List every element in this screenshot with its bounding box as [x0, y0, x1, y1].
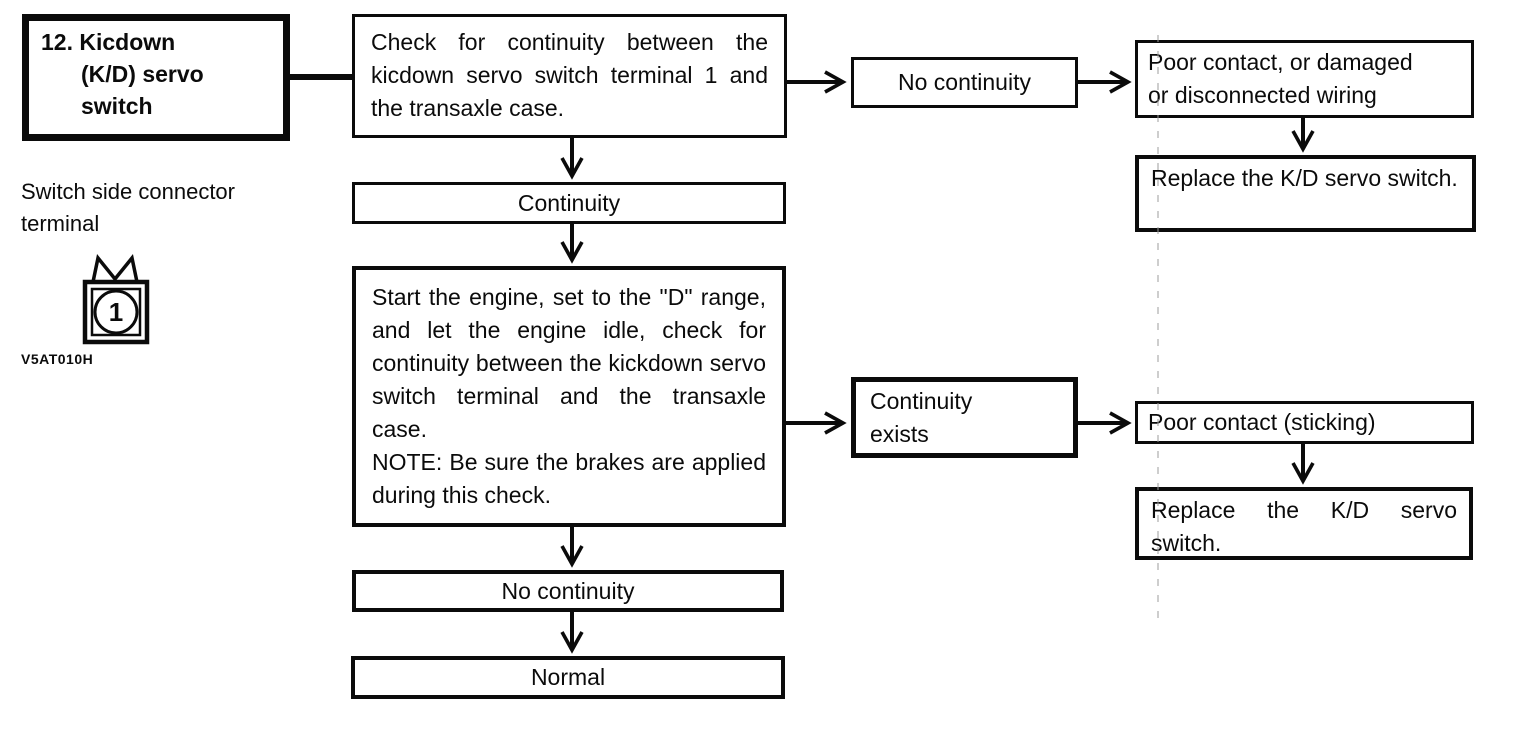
connector-inner-square — [90, 287, 142, 337]
connector-pin-number: 1 — [109, 297, 123, 327]
flow-box-result-continuity: Continuity — [352, 182, 786, 224]
flow-box-result-normal: Normal — [351, 656, 785, 699]
connector-pin-circle — [93, 289, 139, 335]
flow-box-result-no-continuity-2: No continuity — [352, 570, 784, 612]
title-box-kickdown-servo-switch: 12. Kicdown (K/D) servo switch — [22, 14, 290, 141]
flow-box-step2-engine-idle-check: Start the engine, set to the "D" range, … — [352, 266, 786, 527]
flow-box-cause-poor-contact-sticking: Poor contact (sticking) — [1135, 401, 1474, 444]
flow-box-cause-poor-contact-wiring: Poor contact, or damaged or disconnected… — [1135, 40, 1474, 118]
flow-box-result-continuity-exists: Continuity exists — [851, 377, 1078, 458]
flow-box-step1-check-continuity: Check for continuity between the kicdown… — [352, 14, 787, 138]
title-line-2: (K/D) servo — [81, 61, 204, 87]
step2-note-text: NOTE: Be sure the brakes are applied dur… — [372, 449, 766, 508]
connector-prongs-shape — [91, 254, 139, 283]
title-line-1: 12. Kicdown — [41, 29, 176, 55]
flow-box-result-no-continuity-1: No continuity — [851, 57, 1078, 108]
connector-caption: Switch side connector terminal — [21, 179, 235, 236]
step2-instruction-text: Start the engine, set to the "D" range, … — [372, 284, 766, 442]
connector-terminal-icon: 1 — [82, 254, 150, 345]
title-line-3: switch — [81, 93, 153, 119]
flow-box-action-replace-kd-servo-switch-2: Replace the K/D servo switch. — [1135, 487, 1473, 560]
figure-code: V5AT010H — [21, 351, 94, 367]
flow-box-action-replace-kd-servo-switch-1: Replace the K/D servo switch. — [1135, 155, 1476, 232]
